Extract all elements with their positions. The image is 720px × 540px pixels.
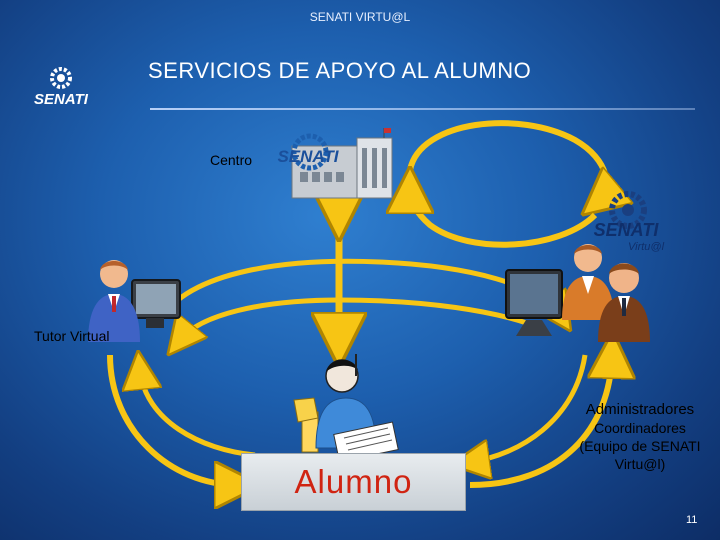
arrow-admin-tutor <box>180 297 547 340</box>
arrow-alumno-admin <box>469 355 612 488</box>
building-icon: SENATI <box>277 128 393 199</box>
admin-line-4: Virtu@l) <box>614 456 666 472</box>
arrow-tutor-alumno-outer <box>107 354 238 485</box>
admin-team-icon <box>505 244 650 342</box>
admin-line-2: Coordinadores <box>594 420 686 436</box>
slide-number: 11 <box>686 514 698 526</box>
senati-logo: SENATI <box>34 67 89 108</box>
alumno-label: Alumno <box>294 463 413 500</box>
virtual-logo-text: SENATI <box>594 220 660 240</box>
slide-title: SERVICIOS DE APOYO AL ALUMNO <box>148 58 532 83</box>
centro-label: Centro <box>210 152 253 168</box>
logo-text: SENATI <box>34 91 89 108</box>
senati-virtual-logo: SENATI Virtu@l <box>594 191 665 253</box>
alumno-box: Alumno <box>241 453 466 511</box>
arrow-centro-virtual <box>407 120 607 200</box>
virtual-logo-subtext: Virtu@l <box>628 241 665 253</box>
tutor-label: Tutor Virtual <box>34 328 110 344</box>
arrow-virtual-centro <box>410 190 598 248</box>
student-icon <box>293 354 399 463</box>
title-underline <box>150 108 695 110</box>
arrow-alumno-tutor-inner <box>140 370 256 458</box>
admin-line-3: (Equipo de SENATI <box>579 438 701 454</box>
header-text: SENATI VIRTU@L <box>309 10 411 24</box>
arrow-admin-alumno <box>470 354 588 462</box>
admin-line-1: Administradores <box>585 401 695 418</box>
admin-description: Administradores Coordinadores (Equipo de… <box>560 401 720 473</box>
building-logo-text: SENATI <box>277 147 339 166</box>
tutor-icon <box>88 260 181 342</box>
